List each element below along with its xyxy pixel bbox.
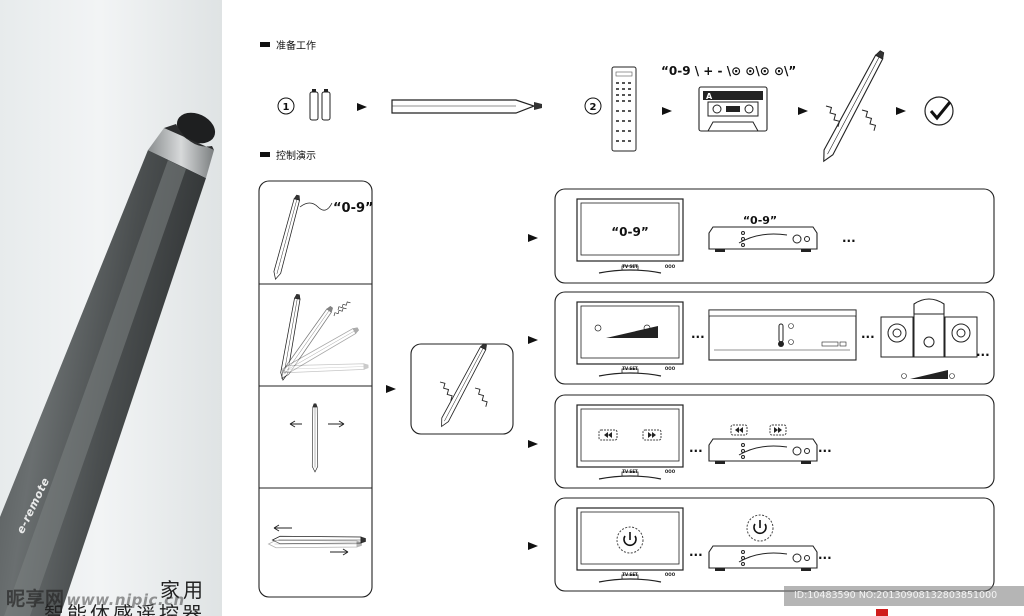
arrow-right-icon xyxy=(330,548,349,556)
tv-brand: TV SET xyxy=(622,572,638,577)
tv-logo: OOO xyxy=(665,572,676,577)
motion-write-label: “0-9” xyxy=(333,201,374,216)
motion-left-right xyxy=(289,403,345,473)
tv-brand: TV SET xyxy=(622,264,638,269)
step2-number: 2 xyxy=(590,102,597,113)
step1-number-circle xyxy=(277,97,295,115)
step2-number-circle xyxy=(584,97,602,115)
result-row-volume: TV SET OOO ... ... xyxy=(554,291,995,385)
arrow-prep-3 xyxy=(798,107,808,115)
fast-forward-icon xyxy=(642,429,662,441)
section-demo-title: 控制演示 xyxy=(276,151,316,162)
volume-slider-icon xyxy=(594,324,658,338)
motion-panels-frame xyxy=(258,180,373,598)
arrow-prep-4 xyxy=(896,107,906,115)
rewind-icon xyxy=(598,429,618,441)
media-player-icon xyxy=(708,226,818,253)
checkmark-icon xyxy=(924,96,954,126)
corner-mark xyxy=(876,609,888,616)
ellipsis: ... xyxy=(689,545,703,559)
section-marker xyxy=(260,42,270,47)
code-label: “0-9 \ + - \⊙ ⊙\⊙ ⊙\” xyxy=(661,64,797,78)
pen-horizontal-icon xyxy=(391,99,542,114)
batteries-icon xyxy=(309,89,331,121)
pen-facet xyxy=(4,160,186,616)
arrow-result-1 xyxy=(528,234,538,242)
section-marker xyxy=(260,152,270,157)
watermark-url: www.nipic.cn xyxy=(66,591,185,609)
caption-line1: 家用 xyxy=(160,578,206,602)
remote-control-icon xyxy=(611,66,637,152)
tv-brand: TV SET xyxy=(622,469,638,474)
arrow-result-2 xyxy=(528,336,538,344)
caption-line2: 智能体感遥控器 xyxy=(44,602,205,616)
media-player-icon xyxy=(708,438,818,465)
ellipsis: ... xyxy=(818,441,832,455)
air-conditioner-icon xyxy=(708,309,857,361)
ellipsis: ... xyxy=(691,327,705,341)
tv-brand: TV SET xyxy=(622,366,638,371)
ellipsis: ... xyxy=(842,231,856,245)
pen-photo-panel: e-remote xyxy=(0,0,222,616)
step1: 1 xyxy=(277,89,331,121)
step1-number: 1 xyxy=(283,102,290,113)
arrow-prep-2 xyxy=(662,107,672,115)
arrow-right-icon xyxy=(328,420,345,428)
tv-screen-text: “0-9” xyxy=(611,225,648,239)
arrow-left-icon xyxy=(273,524,292,532)
cassette-letter: A xyxy=(706,92,713,101)
center-shake-panel xyxy=(410,342,514,435)
pen-tip-shadow xyxy=(164,124,214,150)
step2: 2 xyxy=(584,66,637,152)
power-icon xyxy=(746,514,774,542)
ellipsis: ... xyxy=(976,345,990,359)
arrow-result-3 xyxy=(528,440,538,448)
result-row-digits: “0-9” TV SET OOO “0-9” ... xyxy=(554,188,995,284)
fast-forward-icon xyxy=(769,424,787,436)
result-row-power: TV SET OOO ... ... xyxy=(554,497,995,592)
media-player-icon xyxy=(708,545,818,572)
arrow-prep-1 xyxy=(357,103,367,111)
tv-logo: OOO xyxy=(665,366,676,371)
image-id-strip: ID:10483590 NO:20130908132803851000 xyxy=(784,586,1024,606)
section-prep-title: 准备工作 xyxy=(276,41,316,52)
ellipsis: ... xyxy=(689,441,703,455)
motion-push-pull xyxy=(268,524,366,556)
rewind-icon xyxy=(730,424,748,436)
motion-panels: “0-9” xyxy=(258,180,374,598)
section-demo-header: 控制演示 xyxy=(260,147,316,162)
cassette-icon: A xyxy=(698,86,768,132)
ellipsis: ... xyxy=(861,327,875,341)
tv-logo: OOO xyxy=(665,469,676,474)
watermark-site-name: 昵享网 xyxy=(6,588,65,610)
section-prep-header: 准备工作 xyxy=(260,37,316,52)
power-icon xyxy=(616,526,644,554)
arrow-to-center xyxy=(386,385,396,393)
ellipsis: ... xyxy=(818,548,832,562)
device-label: “0-9” xyxy=(743,214,777,227)
result-arrows xyxy=(528,234,538,550)
arrow-result-4 xyxy=(528,542,538,550)
result-row-skip: TV SET OOO ... ... xyxy=(554,394,995,489)
pen-tip xyxy=(176,112,216,144)
tv-logo: OOO xyxy=(665,264,676,269)
arrow-left-icon xyxy=(289,420,302,428)
pen-shaking-icon xyxy=(818,48,887,165)
pen-cone xyxy=(148,128,214,178)
stereo-speaker-icon xyxy=(880,298,978,358)
motion-write-digits: “0-9” xyxy=(271,194,374,281)
speaker-volume-slider-icon xyxy=(901,370,955,379)
pen-photo xyxy=(0,112,216,616)
